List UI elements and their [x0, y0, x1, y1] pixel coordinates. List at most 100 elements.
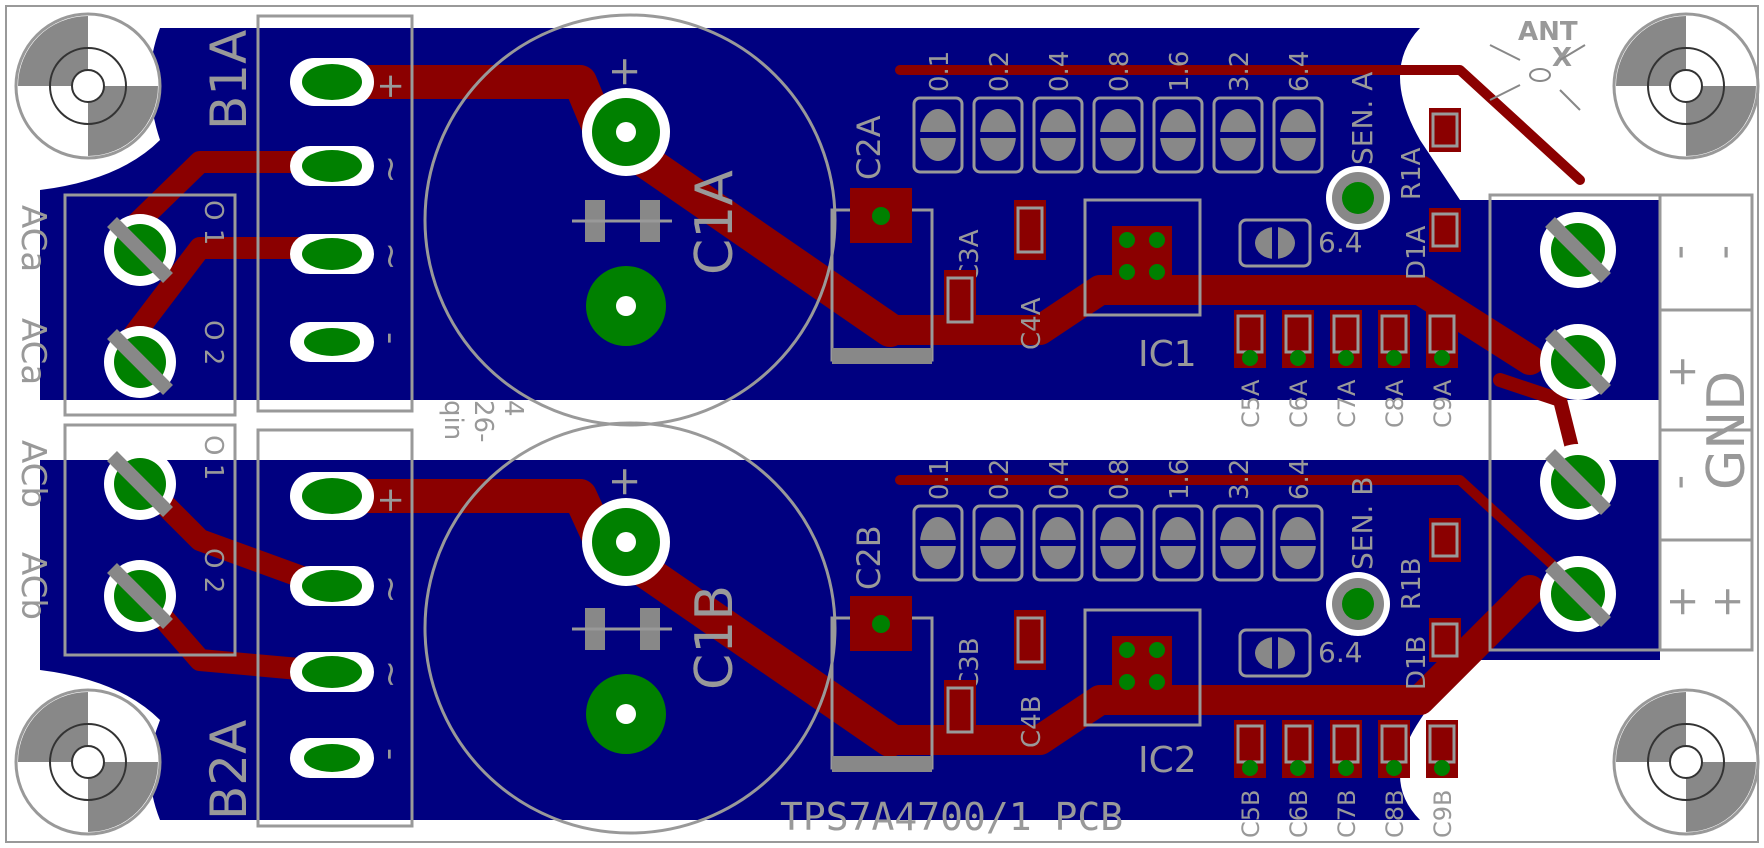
cap-label: C5B	[1237, 790, 1265, 839]
connector-b1a	[256, 14, 414, 413]
ic2-footprint	[1083, 608, 1202, 727]
out-plus-2: +	[1660, 585, 1706, 619]
step-gap	[1280, 132, 1316, 138]
d1b-pad-outline	[1431, 622, 1459, 658]
step-outline	[1272, 96, 1324, 174]
connector-b2a	[256, 428, 414, 828]
step-outline	[1032, 504, 1084, 582]
step-gap	[1040, 540, 1076, 546]
step-gap	[1220, 132, 1256, 138]
sense-pad-a	[1326, 166, 1390, 230]
cap-label: C6B	[1285, 790, 1313, 839]
c3a-pad-outline	[946, 276, 974, 324]
label-6-4-a: 6.4	[1318, 226, 1363, 259]
step-label-a: 1.6	[1165, 51, 1195, 92]
cap-via	[1290, 350, 1306, 366]
capacitor-c1b	[423, 421, 837, 835]
jumper-6-4-a	[1238, 218, 1312, 268]
cap-via	[1338, 760, 1354, 776]
step-gap	[1160, 540, 1196, 546]
terminal-screws-right	[1540, 212, 1616, 632]
label-r1b: R1B	[1397, 558, 1427, 610]
b2a-tilde-2: ~	[371, 660, 411, 689]
cap-label: C8A	[1381, 379, 1409, 428]
out-plus-3: +	[1705, 585, 1751, 619]
pin-o1-bottom: O 1	[198, 435, 228, 480]
b1a-tilde-1: ~	[371, 155, 411, 184]
cap-label: C7B	[1333, 790, 1361, 839]
step-label-a: 0.2	[985, 51, 1015, 92]
r1b-pad-outline	[1431, 522, 1459, 558]
pin-o1-top: O 1	[198, 200, 228, 245]
c4a-pad-outline	[1016, 206, 1044, 254]
output-caps-b: C5B C6B C7B C8B C9B	[1234, 720, 1458, 838]
mounting-hole-top-right	[1612, 12, 1760, 160]
step-label-a: 3.2	[1225, 51, 1255, 92]
cap-label: C8B	[1381, 790, 1409, 839]
step-label-b: 3.2	[1225, 459, 1255, 500]
antx-logo: ANT X	[1489, 17, 1586, 111]
step-label-b: 6.4	[1285, 459, 1315, 500]
label-c2b: C2B	[850, 525, 888, 590]
step-label-a: 0.4	[1045, 51, 1075, 92]
step-outline	[972, 504, 1024, 582]
ic1-footprint	[1083, 198, 1202, 317]
c3b-pad-outline	[946, 686, 974, 734]
pin-o2-top: O 2	[198, 320, 228, 365]
board-title: TPS7A4700/1 PCB	[780, 795, 1123, 839]
step-gap	[980, 132, 1016, 138]
step-gap	[1160, 132, 1196, 138]
label-sen-b: SEN. B	[1346, 477, 1379, 570]
label-ic1: IC1	[1138, 334, 1197, 375]
label-ic2: IC2	[1138, 740, 1197, 781]
terminal-block-output	[1488, 193, 1754, 652]
step-outline	[1212, 96, 1264, 174]
b2a-tilde-1: ~	[371, 575, 411, 604]
cap-via	[1338, 350, 1354, 366]
label-r1a: R1A	[1397, 147, 1427, 200]
center-text-1: qin	[438, 400, 468, 440]
step-outline	[1032, 96, 1084, 174]
step-outline	[1152, 504, 1204, 582]
label-b1a: B1A	[200, 30, 258, 130]
cap-via	[1242, 760, 1258, 776]
c1b-plus: +	[602, 465, 648, 499]
step-label-a: 0.1	[925, 51, 955, 92]
center-text-3: 4	[498, 400, 528, 417]
sense-pad-b	[1326, 572, 1390, 636]
c1a-plus: +	[602, 55, 648, 89]
step-outline	[1272, 504, 1324, 582]
terminal-screws-left	[104, 214, 176, 632]
d1a-pad-outline	[1431, 212, 1459, 248]
cap-label: C6A	[1285, 379, 1313, 428]
out-minus-3: -	[1660, 475, 1706, 489]
label-sen-a: SEN. A	[1346, 72, 1379, 165]
cap-via	[1386, 350, 1402, 366]
b1a-plus: +	[371, 72, 411, 101]
c4b-pad-outline	[1016, 616, 1044, 664]
step-label-a: 6.4	[1285, 51, 1315, 92]
step-label-b: 0.2	[985, 459, 1015, 500]
cap-label: C9B	[1429, 790, 1457, 839]
step-gap	[1100, 132, 1136, 138]
cap-via	[1434, 760, 1450, 776]
step-outline	[912, 504, 964, 582]
cap-label: C5A	[1237, 379, 1265, 428]
step-label-b: 0.4	[1045, 459, 1075, 500]
label-d1b: D1B	[1402, 636, 1432, 690]
cap-label: C9A	[1429, 379, 1457, 428]
label-aca-left: ACa	[13, 205, 53, 272]
label-6-4-b: 6.4	[1318, 636, 1363, 669]
capacitor-c2b	[830, 596, 934, 772]
out-minus-1: -	[1660, 245, 1706, 259]
step-gap	[920, 132, 956, 138]
logo-line1: ANT	[1518, 17, 1578, 47]
step-outline	[1092, 96, 1144, 174]
mounting-hole-bottom-right	[1612, 688, 1760, 836]
b1a-tilde-2: ~	[371, 242, 411, 271]
label-c1b: C1B	[685, 585, 745, 690]
